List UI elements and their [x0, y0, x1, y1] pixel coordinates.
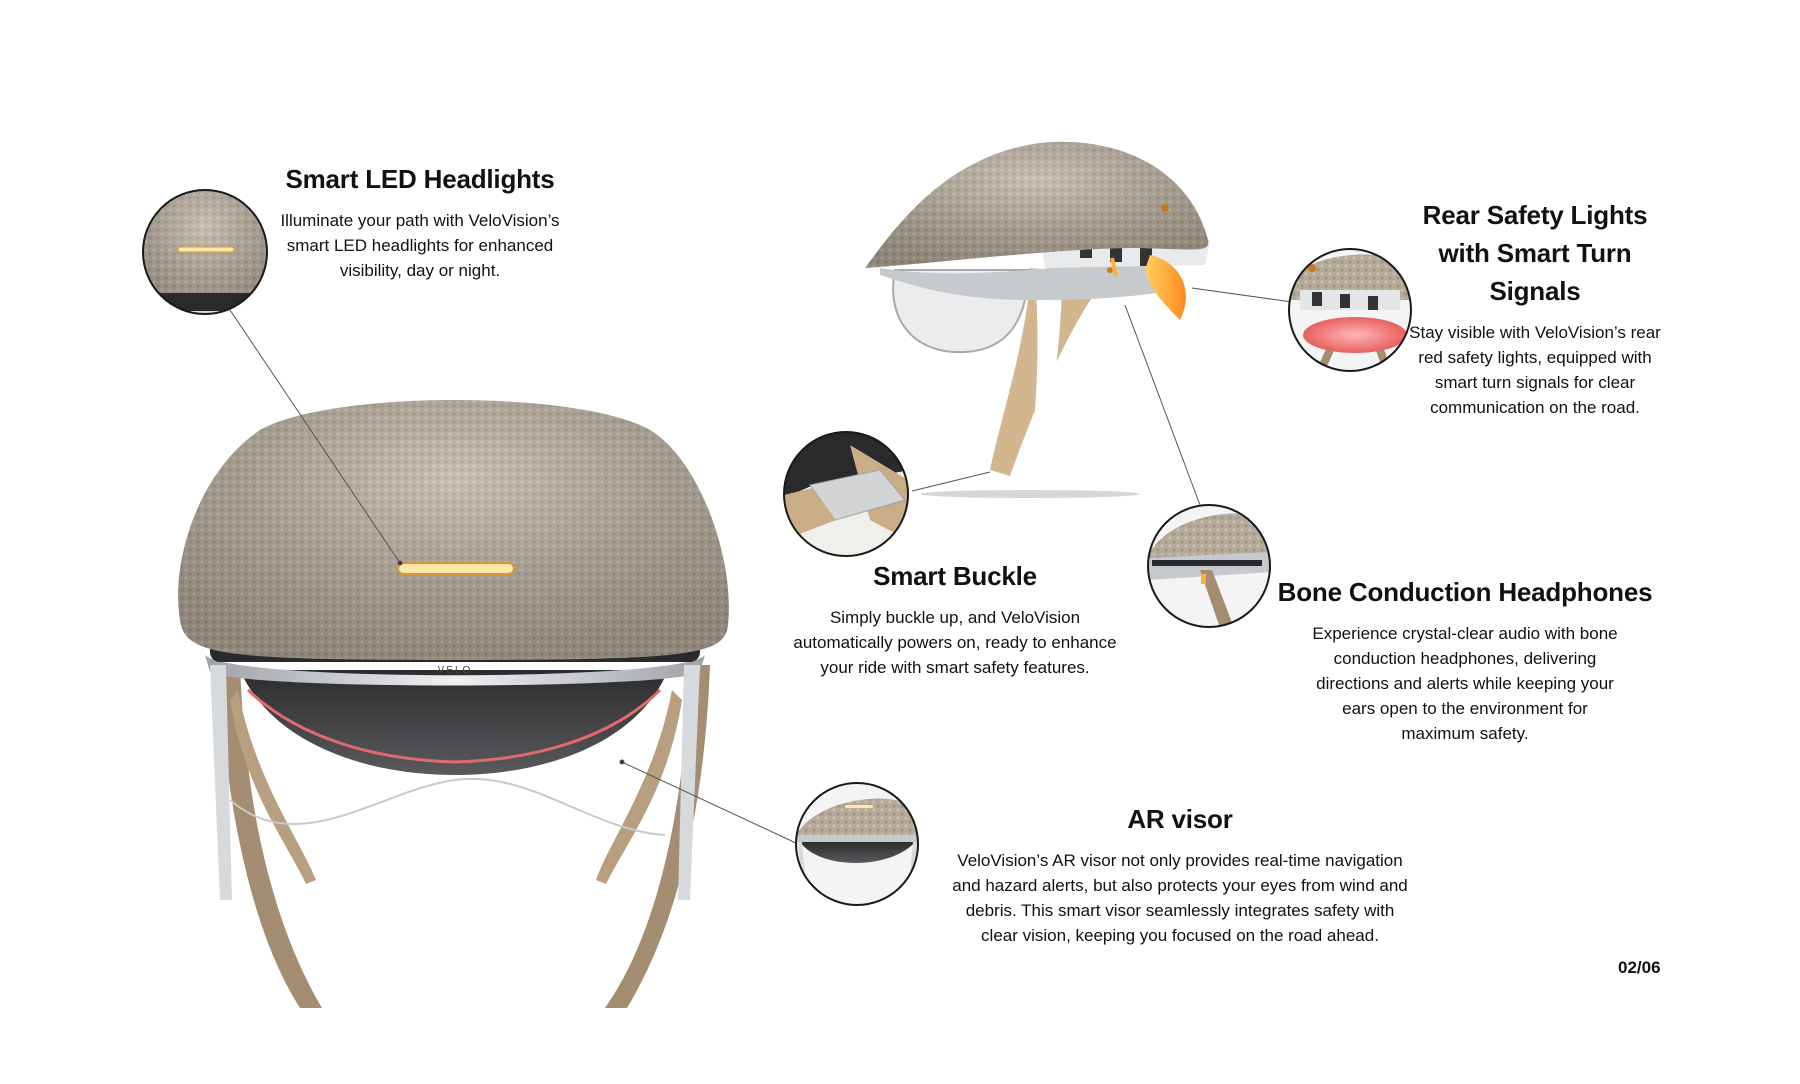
feature-description: Stay visible with VeloVision’s rear red …: [1409, 323, 1661, 417]
feature-rear-lights: Rear Safety Lights with Smart Turn Signa…: [1395, 196, 1675, 420]
feature-title: AR visor: [1127, 804, 1233, 834]
front-helmet: VELO: [178, 400, 729, 1008]
headlight-detail-circle: [142, 189, 268, 315]
feature-description: VeloVision’s AR visor not only provides …: [952, 851, 1408, 945]
feature-title: Rear Safety Lights with Smart Turn Signa…: [1422, 200, 1648, 306]
buckle-detail-circle: [783, 431, 909, 557]
feature-description: Experience crystal-clear audio with bone…: [1312, 624, 1618, 743]
feature-title: Bone Conduction Headphones: [1277, 577, 1653, 607]
feature-headlights: Smart LED Headlights Illuminate your pat…: [270, 160, 570, 283]
feature-buckle: Smart Buckle Simply buckle up, and VeloV…: [790, 557, 1120, 680]
side-helmet: [865, 141, 1210, 498]
feature-title: Smart Buckle: [873, 561, 1037, 591]
page-number: 02/06: [1618, 958, 1661, 977]
rear-lights-detail-circle: [1288, 248, 1412, 372]
headphones-detail-circle: [1147, 504, 1271, 628]
feature-description: Illuminate your path with VeloVision’s s…: [280, 211, 560, 280]
brand-mark: VELO: [438, 665, 473, 676]
feature-headphones: Bone Conduction Headphones Experience cr…: [1265, 573, 1665, 746]
callout-lines: [229, 287, 1293, 845]
feature-visor: AR visor VeloVision’s AR visor not only …: [950, 800, 1410, 948]
visor-detail-circle: [795, 782, 919, 906]
feature-title: Smart LED Headlights: [285, 164, 555, 194]
feature-description: Simply buckle up, and VeloVision automat…: [793, 608, 1117, 677]
